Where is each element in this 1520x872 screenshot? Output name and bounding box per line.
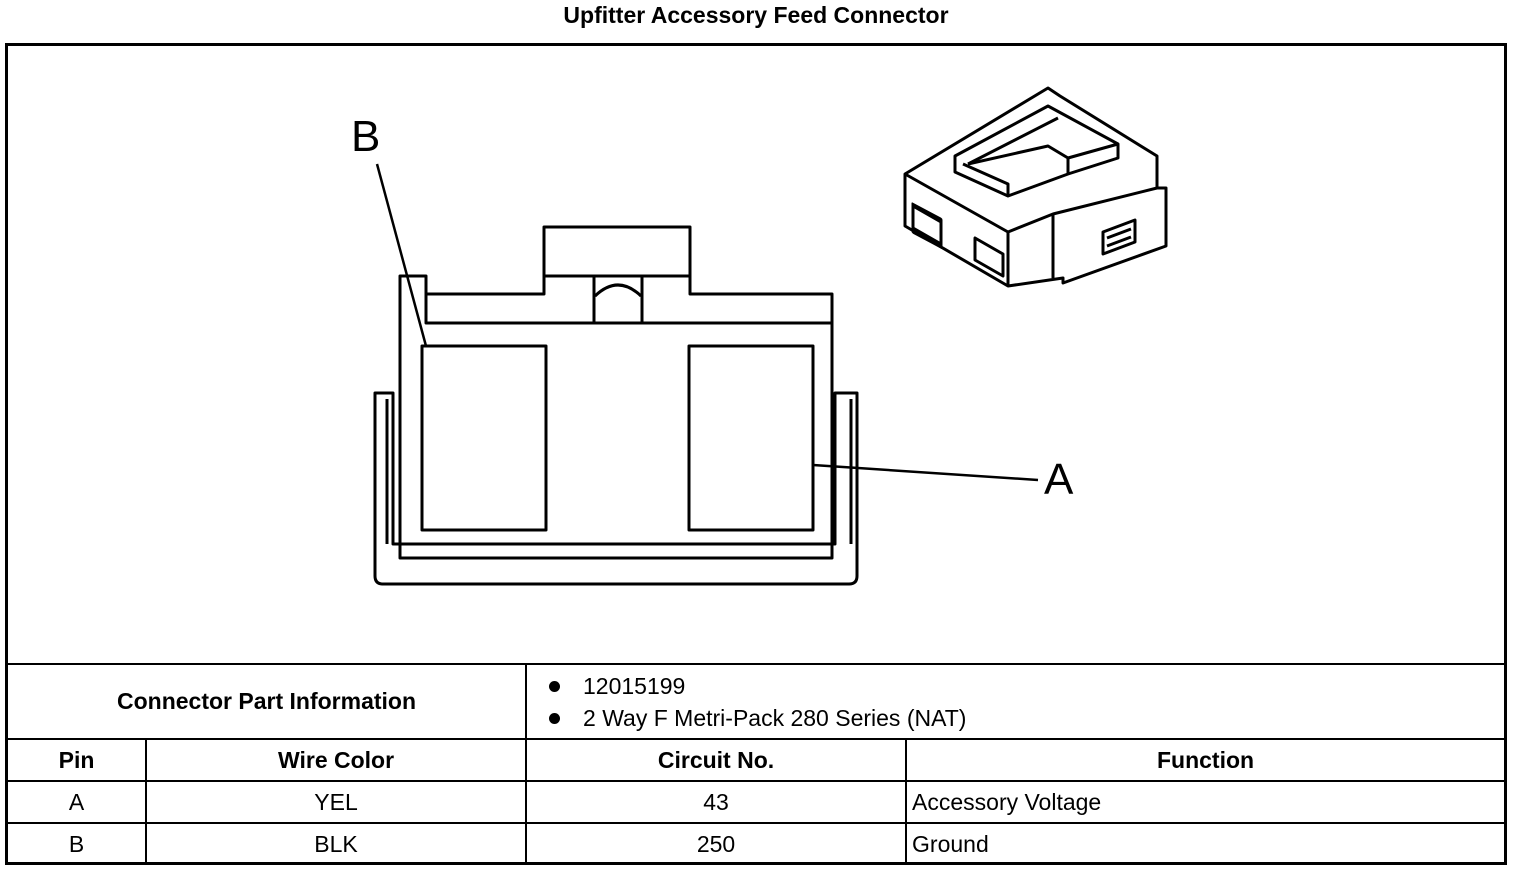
cavity-a: [687, 344, 815, 532]
connector-diagram: B A: [351, 86, 1168, 586]
connector-info-table: Connector Part Information 12015199 2 Wa…: [8, 665, 1505, 864]
diagram-area: B A: [8, 46, 1504, 665]
cell-pin: B: [8, 822, 147, 864]
header-function: Function: [905, 738, 1505, 782]
part-info-heading: Connector Part Information: [8, 665, 528, 740]
table-header-row: Pin Wire Color Circuit No. Function: [8, 738, 1505, 782]
page-title: Upfitter Accessory Feed Connector: [563, 2, 949, 28]
list-item: 12015199: [549, 670, 1504, 702]
header-pin: Pin: [8, 738, 147, 782]
part-info-list: 12015199 2 Way F Metri-Pack 280 Series (…: [527, 670, 1504, 734]
cell-wire-color: BLK: [144, 822, 528, 864]
leader-line-a: [812, 463, 1039, 482]
part-number: 12015199: [583, 672, 686, 699]
leader-line-b: [375, 163, 428, 347]
cell-function: Ground: [905, 822, 1505, 864]
bullet-icon: [549, 680, 561, 692]
cell-circuit: 43: [525, 780, 908, 824]
part-info-list-cell: 12015199 2 Way F Metri-Pack 280 Series (…: [525, 665, 1505, 740]
connector-inner-shell: [385, 399, 853, 544]
cell-wire-color: YEL: [144, 780, 528, 824]
connector-latch: [424, 274, 832, 325]
connector-outer-shell: [373, 391, 859, 586]
list-item: 2 Way F Metri-Pack 280 Series (NAT): [549, 702, 1504, 734]
table-row: A YEL 43 Accessory Voltage: [8, 780, 1505, 824]
part-description: 2 Way F Metri-Pack 280 Series (NAT): [583, 704, 967, 731]
cell-pin: A: [8, 780, 147, 824]
connector-iso-view: [903, 86, 1168, 288]
cell-function: Accessory Voltage: [905, 780, 1505, 824]
part-info-row: Connector Part Information 12015199 2 Wa…: [8, 665, 1505, 740]
pin-label-b: B: [351, 112, 380, 161]
cavity-b: [420, 344, 548, 532]
bullet-icon: [549, 712, 561, 724]
header-wire-color: Wire Color: [144, 738, 528, 782]
connector-body: [398, 225, 834, 560]
pin-label-a: A: [1044, 455, 1074, 504]
header-circuit: Circuit No.: [525, 738, 908, 782]
connector-frame: B A Connector Part Information: [5, 43, 1507, 865]
cell-circuit: 250: [525, 822, 908, 864]
table-row: B BLK 250 Ground: [8, 822, 1505, 864]
latch-dome: [593, 283, 643, 298]
